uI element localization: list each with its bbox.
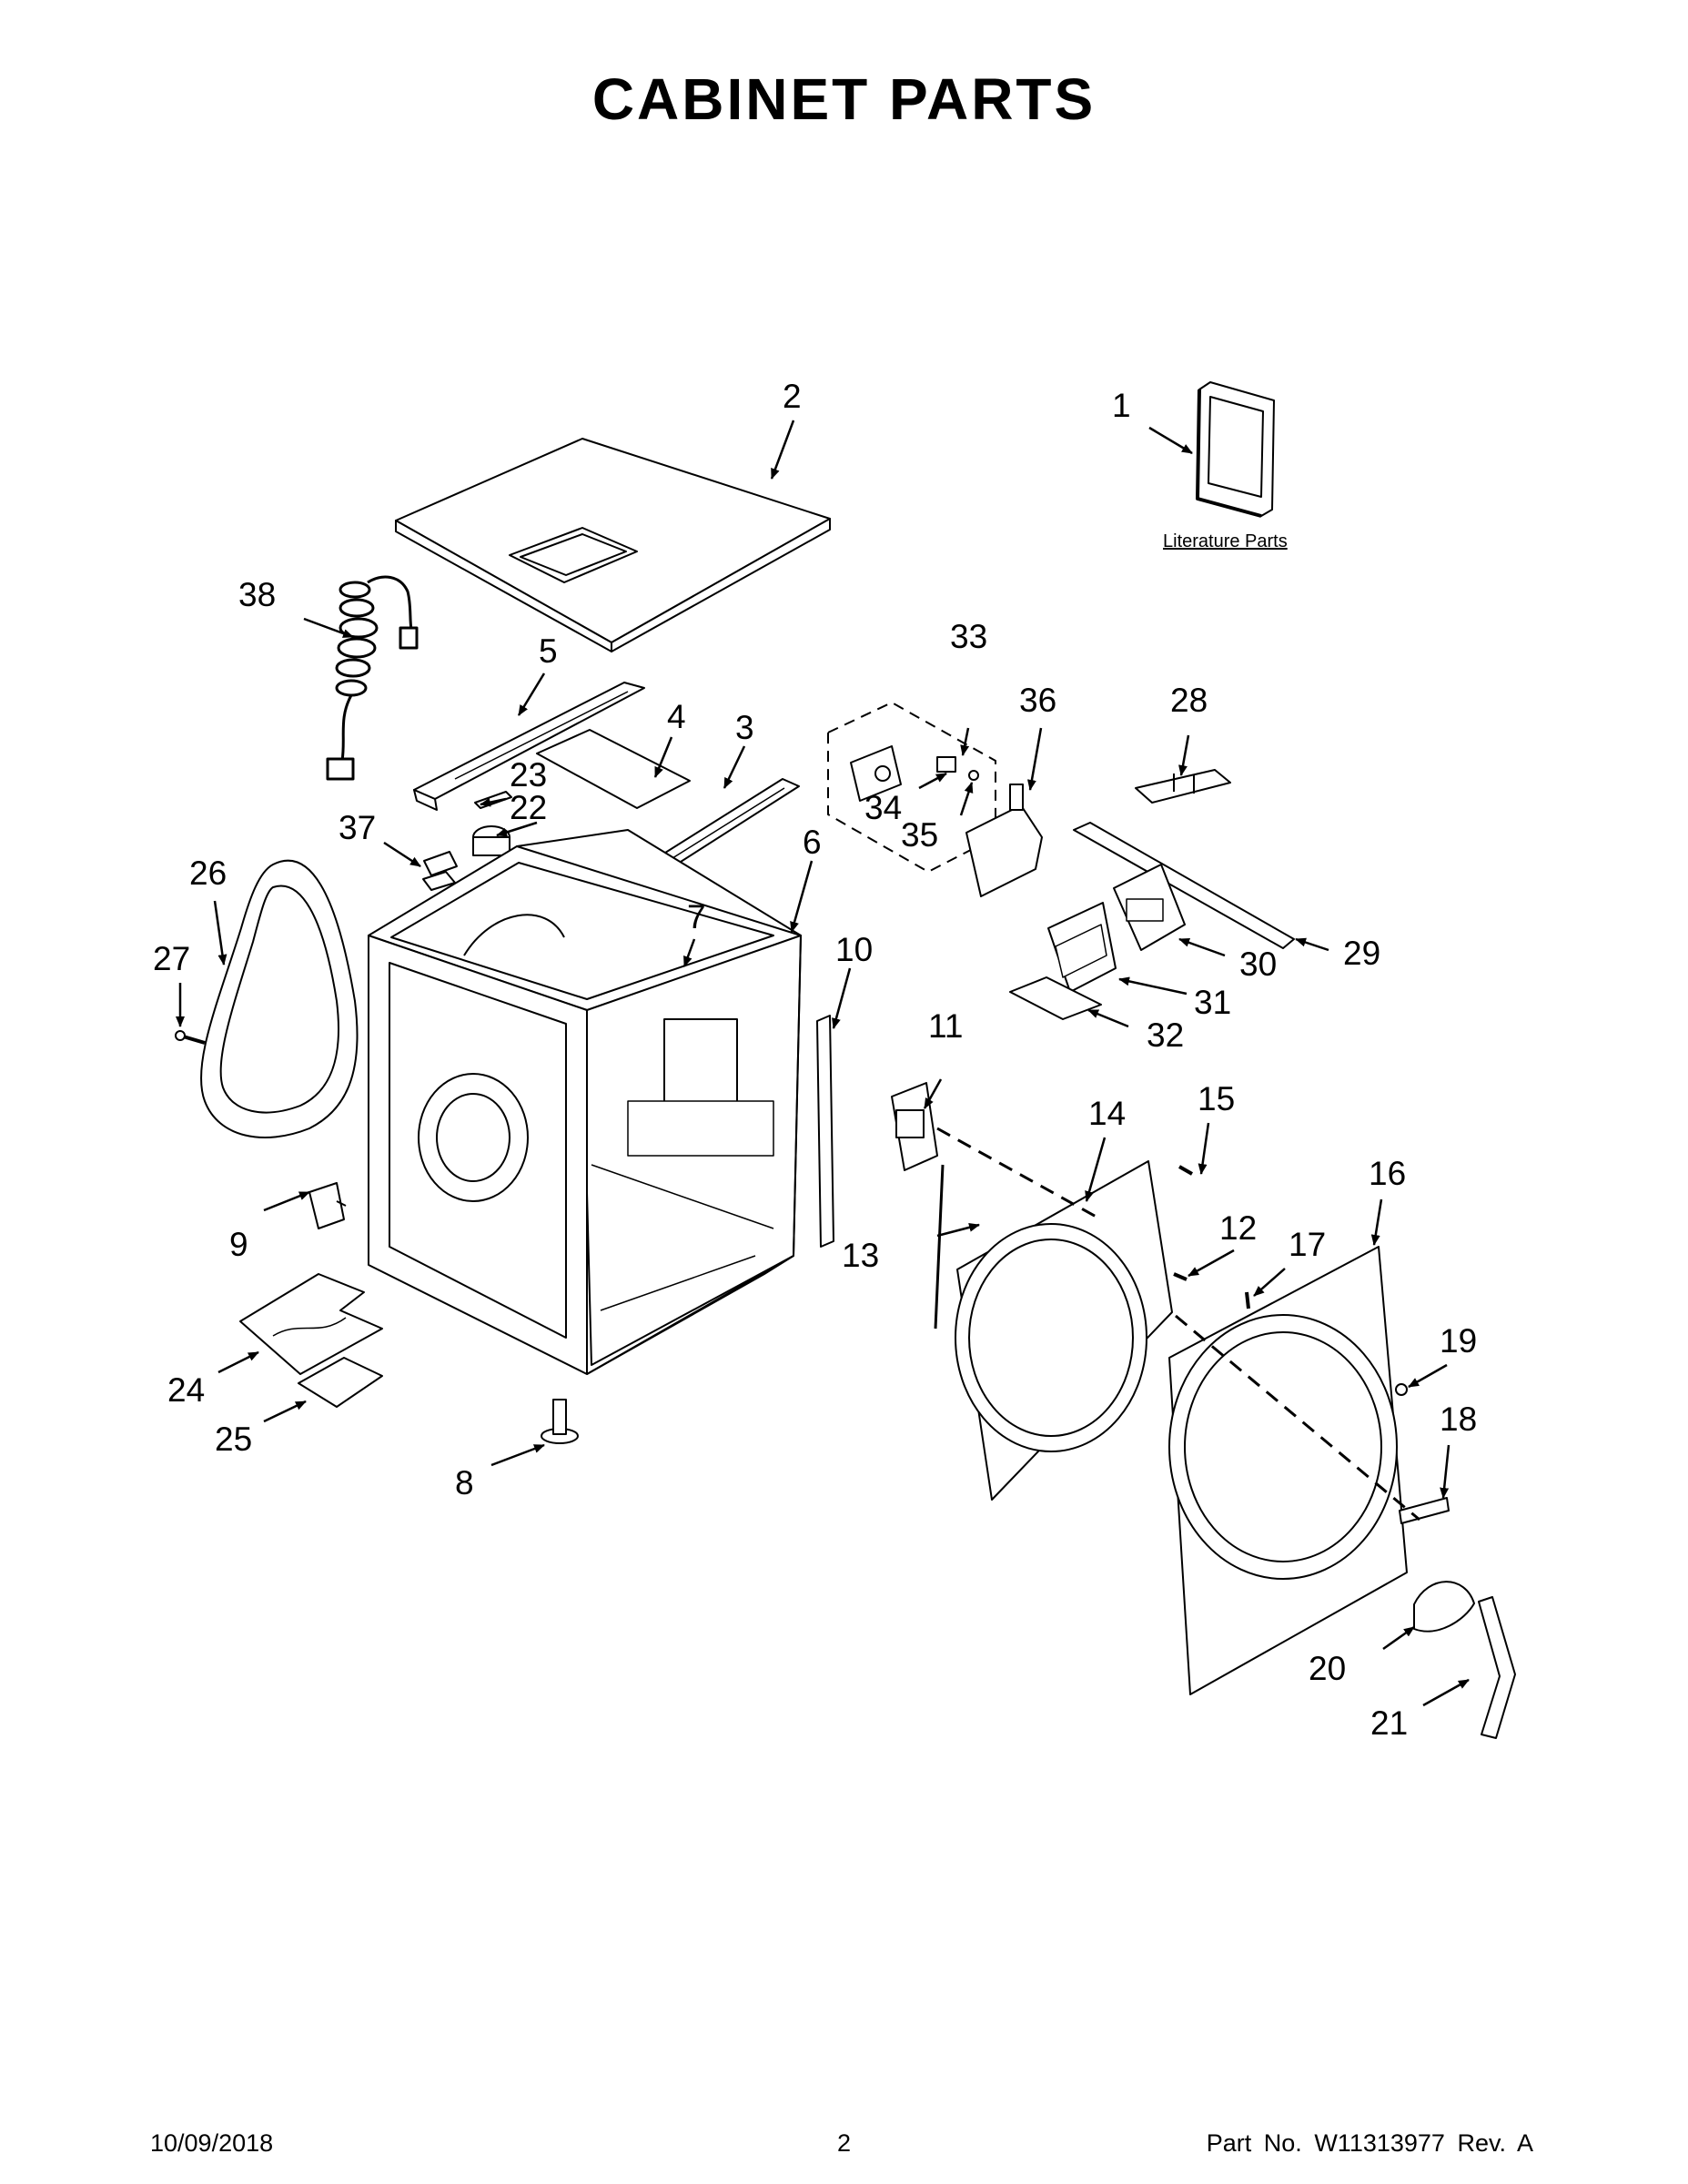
console-bracket bbox=[1073, 822, 1295, 949]
top-panel bbox=[395, 438, 831, 652]
foam-pads bbox=[239, 1273, 383, 1408]
door-gasket bbox=[200, 859, 359, 1138]
inner-front-panel bbox=[955, 1160, 1173, 1501]
bezel bbox=[1009, 976, 1102, 1020]
rev-label: Rev. bbox=[1457, 2129, 1506, 2157]
callout-2: 2 bbox=[783, 378, 802, 415]
callout-20: 20 bbox=[1309, 1650, 1346, 1687]
plug bbox=[1395, 1383, 1408, 1396]
small-clips bbox=[422, 791, 512, 891]
ui-board bbox=[1047, 902, 1117, 993]
callout-19: 19 bbox=[1440, 1322, 1477, 1360]
callout-15: 15 bbox=[1198, 1080, 1235, 1117]
hinge-strip bbox=[816, 1015, 834, 1248]
page-title: CABINET PARTS bbox=[591, 66, 1097, 132]
callout-8: 8 bbox=[455, 1464, 474, 1502]
callout-38: 38 bbox=[238, 576, 276, 613]
leveling-leg bbox=[541, 1399, 579, 1444]
callout-25: 25 bbox=[215, 1421, 252, 1458]
callout-37: 37 bbox=[339, 809, 376, 846]
literature-parts-label: Literature Parts bbox=[1163, 531, 1288, 551]
literature-parts bbox=[1196, 381, 1275, 518]
rev-value: A bbox=[1516, 2129, 1533, 2157]
leader-arrows bbox=[176, 420, 1470, 1707]
cabinet-body bbox=[368, 829, 802, 1375]
callout-10: 10 bbox=[835, 931, 873, 968]
callout-36: 36 bbox=[1019, 682, 1056, 719]
callout-3: 3 bbox=[735, 709, 754, 746]
callout-33: 33 bbox=[950, 618, 987, 655]
drain-fitting bbox=[308, 1182, 347, 1229]
cover-trim bbox=[1478, 1596, 1516, 1739]
dispenser-assembly bbox=[827, 702, 996, 873]
callout-11: 11 bbox=[928, 1007, 963, 1045]
wire-harness bbox=[934, 1164, 945, 1330]
footer-page-number: 2 bbox=[836, 2129, 852, 2157]
top-cover-plate bbox=[536, 729, 691, 809]
front-panel bbox=[1168, 1246, 1408, 1695]
callout-12: 12 bbox=[1219, 1209, 1257, 1247]
callout-31: 31 bbox=[1194, 984, 1231, 1021]
access-cover bbox=[1413, 1581, 1475, 1633]
callout-4: 4 bbox=[667, 698, 686, 735]
callout-30: 30 bbox=[1239, 945, 1277, 983]
callout-9: 9 bbox=[229, 1226, 248, 1263]
callout-13: 13 bbox=[842, 1237, 879, 1274]
callout-29: 29 bbox=[1343, 935, 1380, 972]
callout-18: 18 bbox=[1440, 1400, 1477, 1438]
callout-6: 6 bbox=[803, 824, 822, 861]
callout-27: 27 bbox=[153, 940, 190, 977]
callout-5: 5 bbox=[539, 632, 558, 670]
callout-32: 32 bbox=[1147, 1016, 1184, 1054]
callout-22: 22 bbox=[510, 789, 547, 826]
callout-28: 28 bbox=[1170, 682, 1208, 719]
footer-date: 10/09/2018 bbox=[150, 2129, 274, 2157]
front-screws bbox=[1173, 1165, 1250, 1309]
callout-34: 34 bbox=[864, 789, 902, 826]
callout-21: 21 bbox=[1370, 1704, 1408, 1742]
callout-1: 1 bbox=[1112, 387, 1131, 424]
control-clips bbox=[1135, 769, 1231, 804]
control-board bbox=[1113, 864, 1186, 951]
callout-17: 17 bbox=[1289, 1226, 1326, 1263]
power-cord bbox=[326, 575, 419, 781]
callout-7: 7 bbox=[687, 898, 706, 935]
callout-35: 35 bbox=[901, 816, 938, 854]
callout-26: 26 bbox=[189, 854, 227, 892]
part-number: W11313977 bbox=[1314, 2129, 1445, 2157]
dispenser-housing bbox=[965, 784, 1043, 897]
screw bbox=[175, 1030, 206, 1045]
callout-23: 23 bbox=[510, 756, 547, 794]
callout-numbers: 1 2 3 4 5 6 7 8 9 10 11 12 13 14 15 16 1… bbox=[153, 378, 1477, 1742]
callout-24: 24 bbox=[167, 1371, 205, 1409]
logo-badge bbox=[1399, 1497, 1450, 1524]
alignment-lines bbox=[936, 1127, 1420, 1522]
front-top-bracket bbox=[413, 682, 645, 811]
callout-14: 14 bbox=[1088, 1095, 1126, 1132]
part-label: Part No. bbox=[1206, 2129, 1302, 2157]
callout-16: 16 bbox=[1369, 1155, 1406, 1192]
door-lock-bracket bbox=[423, 851, 458, 876]
footer-part-number: Part No. W11313977 Rev. A bbox=[1207, 2129, 1533, 2158]
